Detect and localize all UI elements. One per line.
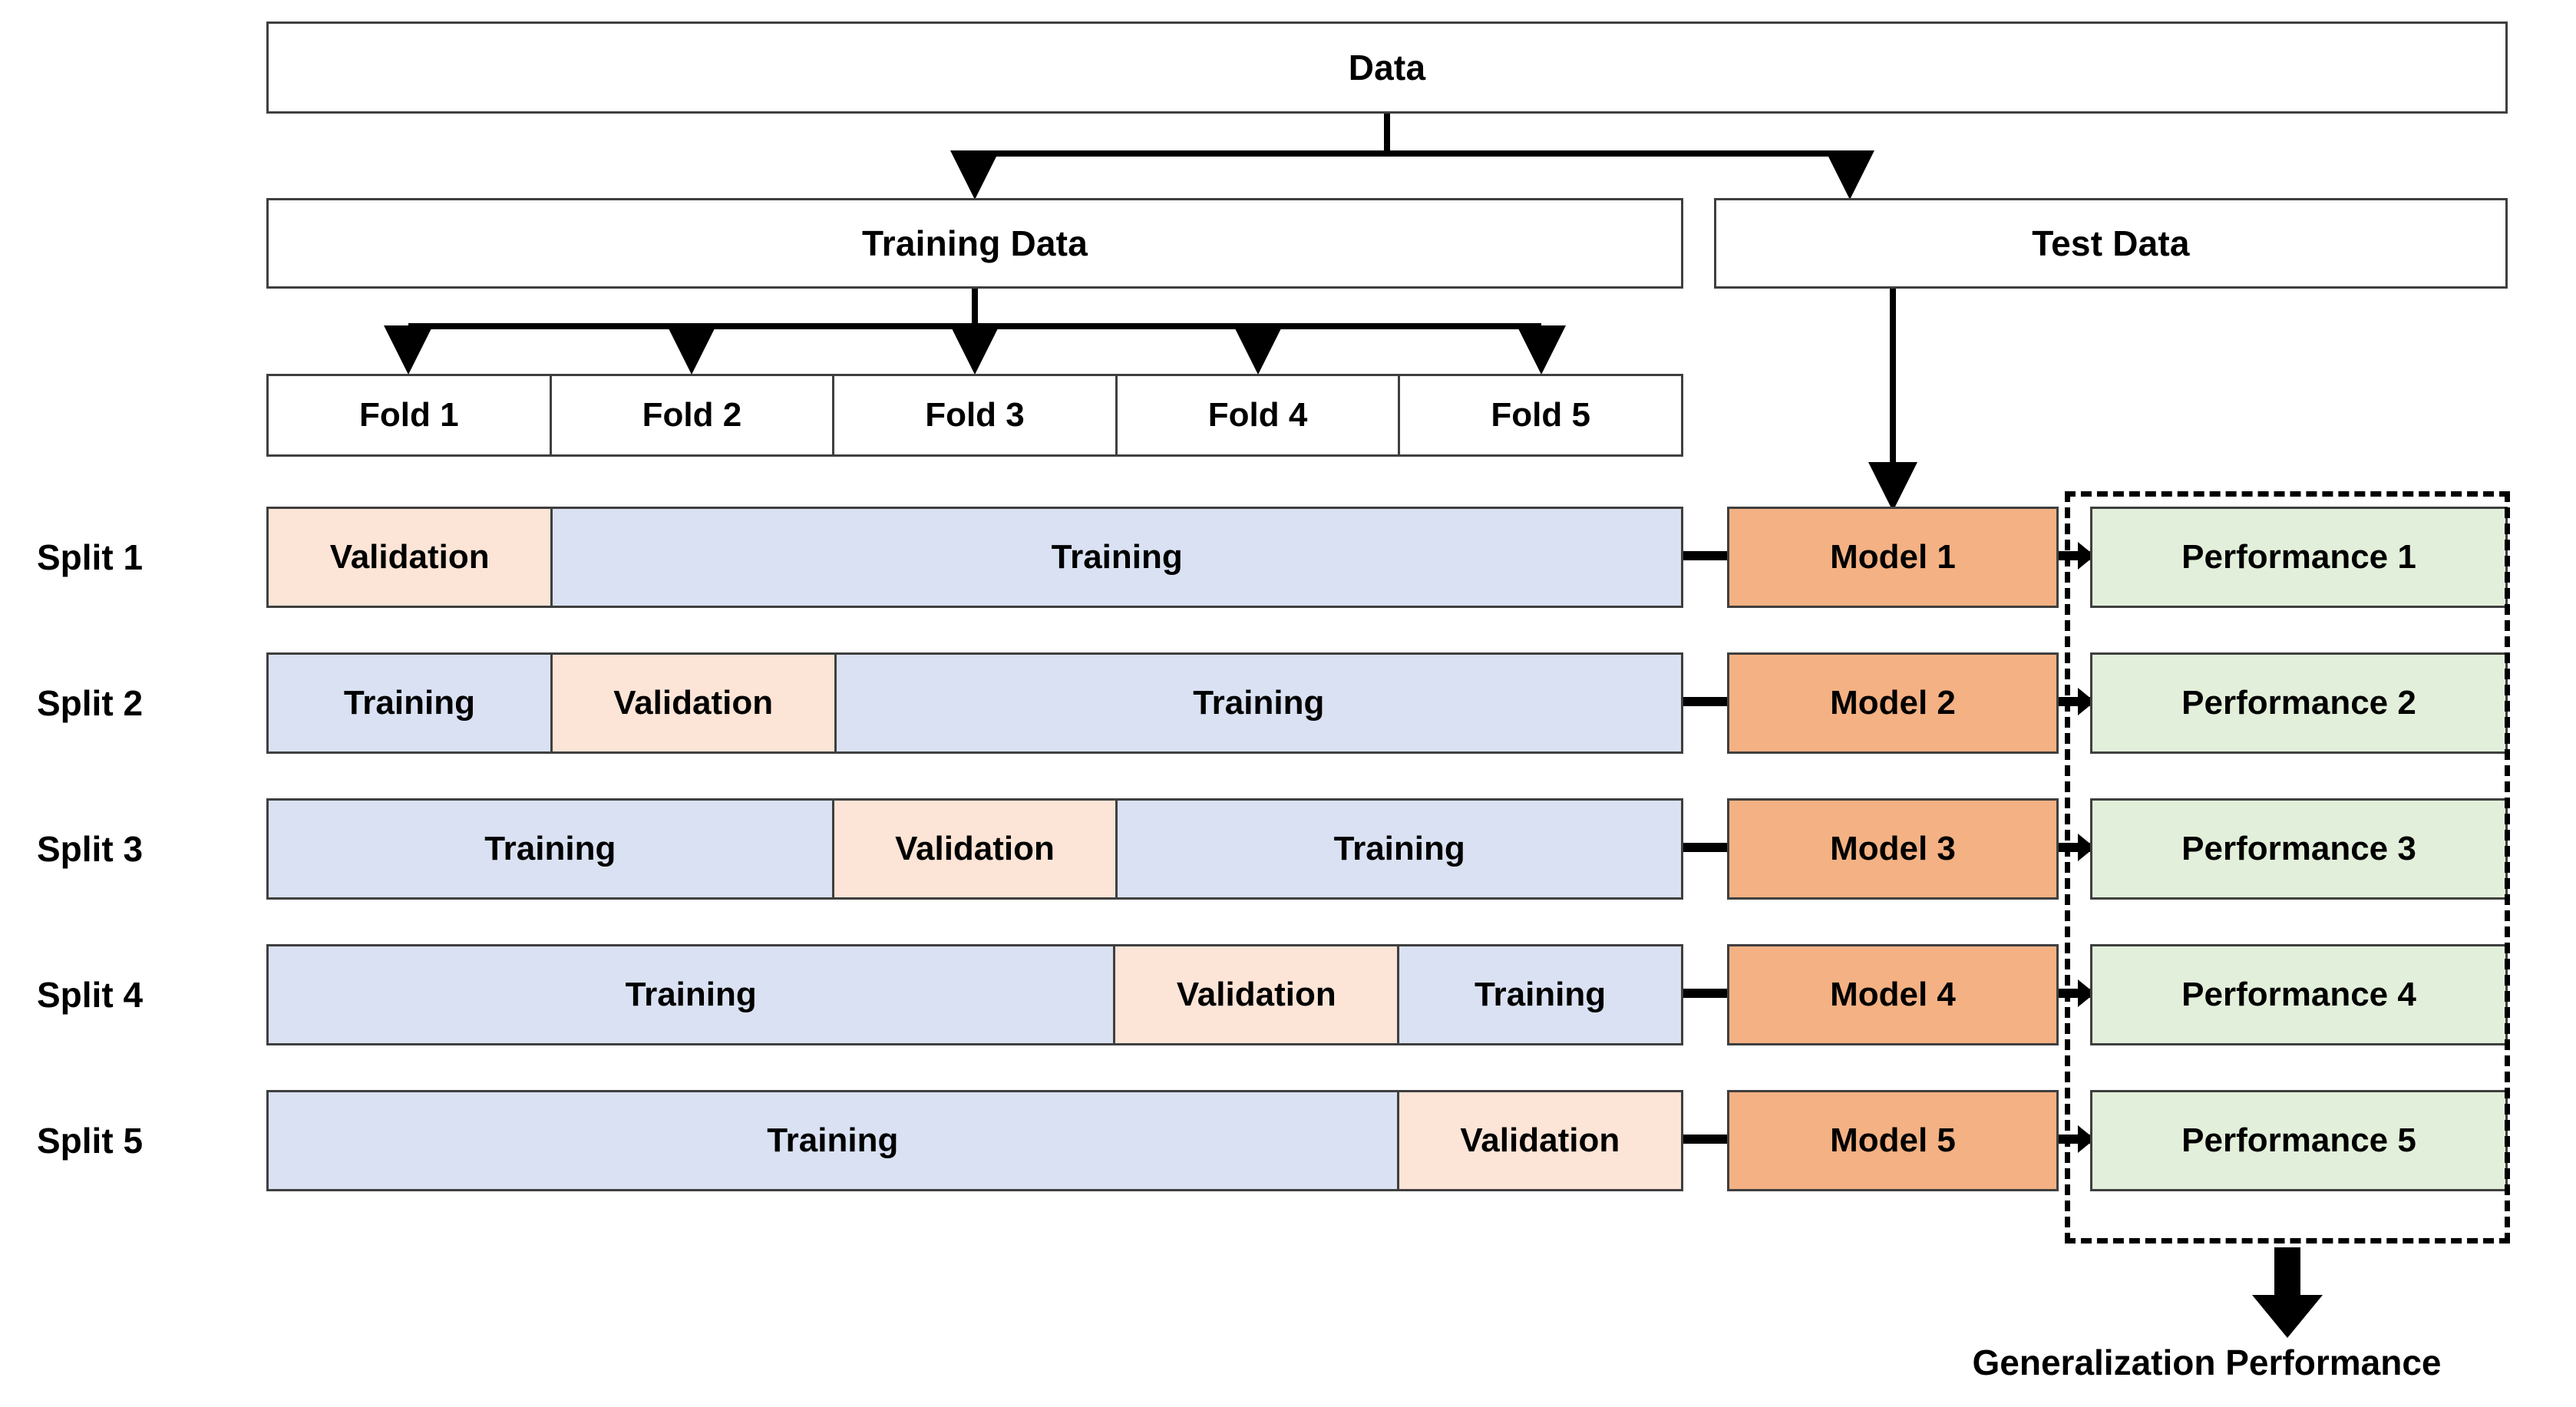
segment-training: Training xyxy=(269,1092,1399,1189)
test-data-box-label: Test Data xyxy=(2032,223,2190,263)
performance-label: Performance 1 xyxy=(2181,538,2416,576)
segment-training: Training xyxy=(269,946,1116,1043)
model-label: Model 4 xyxy=(1830,976,1956,1013)
fold-label: Fold 3 xyxy=(925,396,1025,434)
training-data-box-label: Training Data xyxy=(862,223,1088,263)
generalization-performance-label: Generalization Performance xyxy=(1842,1336,2571,1389)
fold-cell-2: Fold 2 xyxy=(551,376,835,454)
split-row-2: Split 2 Training Validation Training Model 2… xyxy=(0,652,2576,754)
split-fold-bar-1: Validation Training xyxy=(266,507,1683,608)
segment-validation: Validation xyxy=(834,801,1118,897)
split-row-4: Split 4 Training Validation Training Model 4… xyxy=(0,944,2576,1045)
split-row-5: Split 5 Training Validation Model 5 Performa… xyxy=(0,1090,2576,1191)
fold-cell-4: Fold 4 xyxy=(1117,376,1401,454)
performance-label: Performance 2 xyxy=(2181,684,2416,722)
split-fold-bar-4: Training Validation Training xyxy=(266,944,1683,1045)
data-box-label: Data xyxy=(1348,48,1426,88)
segment-label: Training xyxy=(767,1121,899,1159)
test-data-box: Test Data xyxy=(1714,198,2508,289)
segment-label: Validation xyxy=(329,538,490,576)
fold-cell-3: Fold 3 xyxy=(834,376,1118,454)
split-label-text: Split 5 xyxy=(37,1121,144,1161)
model-to-performance-arrow-icon xyxy=(2059,834,2095,861)
model-box-3: Model 3 xyxy=(1727,798,2059,900)
segment-training: Training xyxy=(1399,946,1681,1043)
segment-label: Validation xyxy=(613,684,774,722)
model-box-1: Model 1 xyxy=(1727,507,2059,608)
model-label: Model 3 xyxy=(1830,830,1956,867)
split-label-5: Split 5 xyxy=(37,1090,252,1191)
split-row-1: Split 1 Validation Training Model 1 Performa… xyxy=(0,507,2576,608)
segment-validation: Validation xyxy=(552,655,837,751)
segment-training: Training xyxy=(836,655,1681,751)
segment-label: Validation xyxy=(1176,976,1336,1013)
segment-label: Training xyxy=(1193,684,1325,722)
segment-label: Validation xyxy=(1460,1121,1620,1159)
segment-label: Training xyxy=(1333,830,1465,867)
model-to-performance-arrow-icon xyxy=(2059,979,2095,1007)
segment-label: Validation xyxy=(895,830,1055,867)
segment-training: Training xyxy=(269,801,834,897)
generalization-performance-text: Generalization Performance xyxy=(1972,1343,2442,1382)
split-label-3: Split 3 xyxy=(37,798,252,900)
model-box-4: Model 4 xyxy=(1727,944,2059,1045)
segment-label: Training xyxy=(1475,976,1607,1013)
segment-label: Training xyxy=(1051,538,1183,576)
split-fold-bar-2: Training Validation Training xyxy=(266,652,1683,754)
performance-box-5: Performance 5 xyxy=(2090,1090,2508,1191)
model-box-5: Model 5 xyxy=(1727,1090,2059,1191)
segment-training: Training xyxy=(553,509,1681,606)
segment-training: Training xyxy=(1118,801,1681,897)
model-box-2: Model 2 xyxy=(1727,652,2059,754)
split-label-text: Split 4 xyxy=(37,975,144,1015)
training-data-box: Training Data xyxy=(266,198,1683,289)
performance-box-3: Performance 3 xyxy=(2090,798,2508,900)
fold-label: Fold 4 xyxy=(1207,396,1308,434)
fold-cell-1: Fold 1 xyxy=(269,376,552,454)
segment-training: Training xyxy=(269,655,553,751)
model-to-performance-arrow-icon xyxy=(2059,1125,2095,1153)
bar-to-model-connector xyxy=(1683,1135,1727,1144)
fold-label: Fold 2 xyxy=(642,396,742,434)
performance-label: Performance 4 xyxy=(2181,976,2416,1013)
model-to-performance-arrow-icon xyxy=(2059,542,2095,570)
fold-cell-5: Fold 5 xyxy=(1400,376,1681,454)
split-label-text: Split 1 xyxy=(37,537,144,577)
data-box: Data xyxy=(266,21,2508,114)
segment-validation: Validation xyxy=(1115,946,1400,1043)
performance-box-4: Performance 4 xyxy=(2090,944,2508,1045)
model-to-performance-arrow-icon xyxy=(2059,688,2095,715)
generalization-down-arrow-icon xyxy=(2252,1247,2323,1338)
split-label-2: Split 2 xyxy=(37,652,252,754)
performance-label: Performance 5 xyxy=(2181,1121,2416,1159)
split-label-text: Split 3 xyxy=(37,829,144,869)
split-fold-bar-3: Training Validation Training xyxy=(266,798,1683,900)
model-label: Model 1 xyxy=(1830,538,1956,576)
performance-label: Performance 3 xyxy=(2181,830,2416,867)
segment-validation: Validation xyxy=(269,509,553,606)
bar-to-model-connector xyxy=(1683,843,1727,852)
training-data-to-folds-connector xyxy=(384,289,1566,375)
fold-label: Fold 1 xyxy=(359,396,459,434)
bar-to-model-connector xyxy=(1683,989,1727,998)
segment-label: Training xyxy=(484,830,616,867)
split-row-3: Split 3 Training Validation Training Model 3… xyxy=(0,798,2576,900)
model-label: Model 5 xyxy=(1830,1121,1956,1159)
bar-to-model-connector xyxy=(1683,551,1727,560)
segment-label: Training xyxy=(625,976,757,1013)
split-label-text: Split 2 xyxy=(37,683,144,723)
performance-box-1: Performance 1 xyxy=(2090,507,2508,608)
split-fold-bar-5: Training Validation xyxy=(266,1090,1683,1191)
model-label: Model 2 xyxy=(1830,684,1956,722)
performance-box-2: Performance 2 xyxy=(2090,652,2508,754)
split-label-4: Split 4 xyxy=(37,944,252,1045)
split-label-1: Split 1 xyxy=(37,507,252,608)
segment-label: Training xyxy=(343,684,475,722)
fold-label: Fold 5 xyxy=(1491,396,1590,434)
data-to-children-connector xyxy=(950,114,1874,200)
bar-to-model-connector xyxy=(1683,697,1727,706)
segment-validation: Validation xyxy=(1399,1092,1681,1189)
folds-strip: Fold 1 Fold 2 Fold 3 Fold 4 Fold 5 xyxy=(266,374,1683,457)
